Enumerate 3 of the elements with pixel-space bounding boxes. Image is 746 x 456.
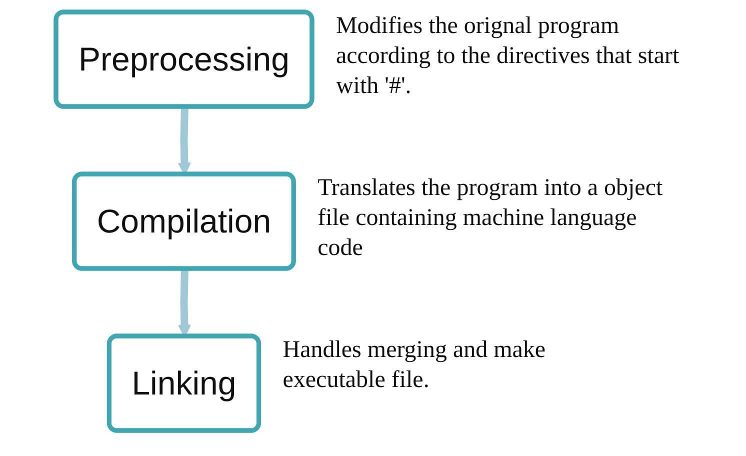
note-text: Handles merging and make executable file. (282, 336, 547, 395)
note-text: Translates the program into a object file containing machine language code (318, 174, 664, 263)
note-text: Modifies the orignal program according to the directives that start with '#'. (336, 12, 680, 101)
